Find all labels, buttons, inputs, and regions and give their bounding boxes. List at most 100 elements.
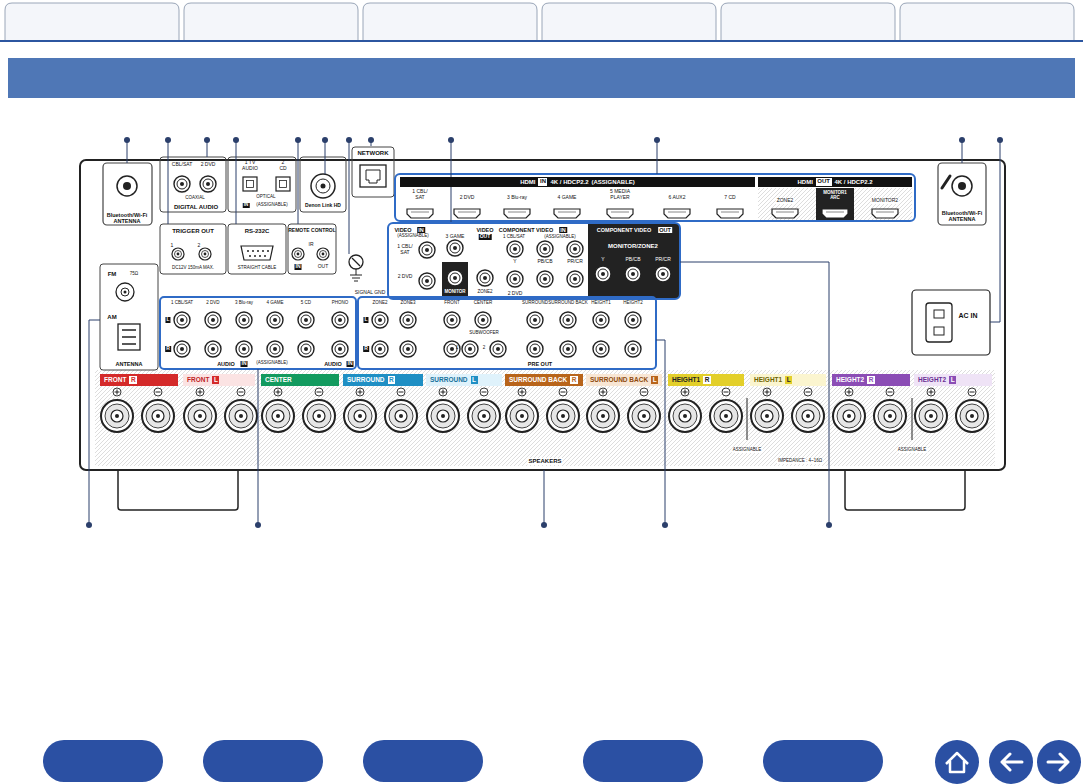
panel-label: (ASSIGNABLE)	[256, 203, 288, 208]
panel-label: 1 CBL/SAT	[503, 235, 525, 240]
speaker-band: FRONTL	[183, 374, 255, 386]
panel-label: 5 CD	[301, 301, 311, 306]
panel-label: 2	[198, 243, 201, 249]
boxed-tag: R	[570, 376, 578, 384]
panel-label: ANTENNA	[116, 361, 143, 367]
panel-label: OUT	[318, 264, 329, 270]
panel-label: AC IN	[958, 312, 977, 320]
boxed-tag: L	[651, 376, 658, 384]
panel-label: FM	[108, 271, 117, 278]
panel-label: OPTICAL	[256, 195, 275, 200]
panel-label: ZONE3	[400, 301, 415, 306]
panel-label: 2	[483, 346, 486, 351]
panel-label: 7 CD	[724, 195, 735, 201]
speaker-band: SURROUND BACKR	[505, 374, 583, 386]
panel-label: 6 AUX2	[669, 195, 686, 201]
boxed-tag: R	[703, 376, 711, 384]
boxed-tag: L	[785, 376, 792, 384]
panel-label: IN	[347, 361, 354, 367]
panel-label: VIDEO	[476, 227, 493, 233]
band-label: CENTER	[265, 377, 292, 384]
panel-label: TRIGGER OUT	[172, 228, 214, 235]
panel-label: ASSIGNABLE	[897, 448, 928, 453]
panel-label: 2 DVD	[206, 301, 219, 306]
panel-label: IN	[417, 227, 425, 233]
panel-label: IN	[295, 264, 302, 270]
panel-label: ZONE2	[776, 198, 795, 204]
panel-label: L	[165, 317, 170, 323]
panel-label: AUDIO	[217, 361, 235, 367]
panel-label: 1	[456, 346, 459, 351]
boxed-tag: OUT	[816, 178, 832, 185]
panel-label: SURROUND	[522, 301, 548, 306]
panel-label: AUDIO	[324, 361, 342, 367]
band-label: HEIGHT2	[918, 377, 946, 384]
band-label: SURROUND BACK	[590, 377, 648, 384]
band-label: HDMI	[520, 179, 535, 185]
panel-label: Y	[513, 259, 516, 265]
band-label: (ASSIGNABLE)	[592, 179, 635, 185]
band-label: SURROUND	[430, 377, 468, 384]
band-label: FRONT	[104, 377, 126, 384]
panel-label: NETWORK	[358, 150, 389, 157]
panel-label: 4 GAME	[558, 195, 577, 201]
hdmi-header-bar: HDMIOUT4K / HDCP2.2	[758, 177, 912, 187]
panel-label: ASSIGNABLE	[732, 448, 763, 453]
panel-label: 3 Blu-ray	[235, 301, 253, 306]
panel-label: 2 DVD	[201, 162, 216, 168]
panel-label: R	[165, 346, 171, 352]
panel-label: PB/CB	[625, 257, 640, 263]
panel-label: HEIGHT1	[591, 301, 611, 306]
panel-label: REMOTE CONTROL	[288, 228, 336, 234]
panel-label: IN	[559, 227, 567, 233]
panel-label: MONITOR/ZONE2	[608, 243, 658, 250]
panel-label: COMPONENT VIDEO	[597, 227, 651, 233]
panel-label: IR	[309, 242, 314, 248]
panel-label: Bluetooth/Wi-Fi ANTENNA	[937, 210, 987, 222]
band-label: FRONT	[187, 377, 209, 384]
boxed-tag: R	[867, 376, 875, 384]
panel-label: VIDEO	[394, 227, 411, 233]
speaker-band: FRONTR	[100, 374, 178, 386]
panel-label: DC12V 150mA MAX.	[172, 266, 214, 271]
group-frames	[100, 147, 990, 370]
panel-label: PHONO	[332, 301, 349, 306]
panel-label: 3 Blu-ray	[507, 195, 527, 201]
bottom-nav	[43, 740, 1081, 784]
panel-label: 1 TV AUDIO	[239, 160, 261, 171]
panel-label: SURROUND BACK	[548, 301, 588, 306]
leader-lines	[89, 140, 1000, 525]
panel-label: 1	[171, 243, 174, 249]
panel-label: COAXIAL	[185, 196, 205, 201]
speaker-band: SURROUNDR	[343, 374, 423, 386]
panel-label: PR/CR	[567, 259, 583, 265]
boxed-tag: R	[388, 376, 396, 384]
panel-label: ZONE2	[477, 290, 492, 295]
panel-label: 2 DVD	[508, 291, 523, 297]
panel-label: MONITOR	[444, 290, 465, 295]
panel-label: SUBWOOFER	[469, 331, 499, 336]
panel-label: (ASSIGNABLE)	[397, 234, 429, 239]
band-label: SURROUND BACK	[509, 377, 567, 384]
speaker-band: CENTER	[261, 374, 339, 386]
speaker-band: HEIGHT1R	[668, 374, 744, 386]
boxed-tag: IN	[538, 178, 547, 185]
panel-label: R	[363, 346, 369, 352]
panel-label: COMPONENT VIDEO	[499, 227, 553, 233]
panel-label: SIGNAL GND	[355, 290, 386, 296]
band-label: HEIGHT2	[836, 377, 864, 384]
panel-label: 1 CBL/ SAT	[396, 244, 414, 255]
panel-label: 3 GAME	[446, 234, 465, 240]
speaker-band: SURROUNDL	[426, 374, 502, 386]
panel-label: 2 CD	[278, 160, 288, 171]
panel-label: HEIGHT2	[623, 301, 643, 306]
panel-label: ZONE2	[372, 301, 387, 306]
boxed-tag: R	[129, 376, 137, 384]
top-tabs	[5, 3, 1074, 40]
band-label: SURROUND	[347, 377, 385, 384]
speaker-band: HEIGHT1L	[750, 374, 826, 386]
panel-label: DIGITAL AUDIO	[174, 204, 218, 211]
band-label: HDMI	[797, 179, 812, 185]
panel-label: FRONT	[444, 301, 460, 306]
